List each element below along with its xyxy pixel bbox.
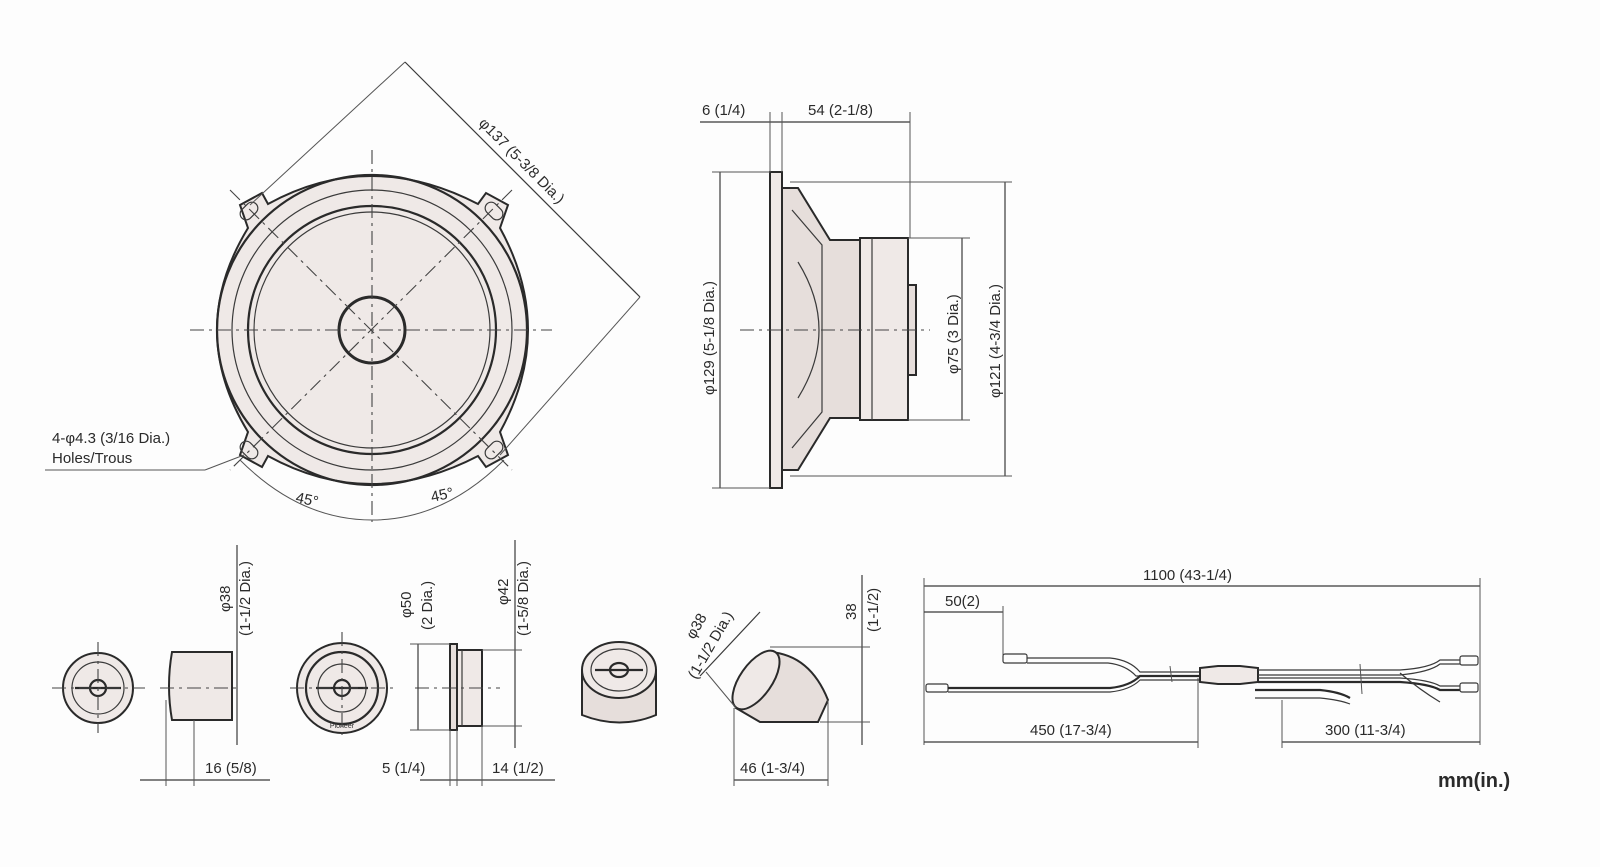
- tweeter-angled: φ38 (1-1/2 Dia.) 38 (1-1/2) 46 (1-3/4): [683, 575, 882, 786]
- tweeter4-face: [731, 649, 781, 711]
- side-flange-label: 6 (1/4): [702, 102, 745, 119]
- side-dia129-label: φ129 (5-1/8 Dia.): [701, 281, 718, 395]
- cable-right-label: 300 (11-3/4): [1325, 722, 1406, 739]
- tw2-dia42-label: φ42: [495, 579, 512, 605]
- woofer-side-view: 6 (1/4) 54 (2-1/8) φ129 (5-1/8 Dia.) φ75…: [700, 102, 1012, 489]
- woofer-front-view: φ137 (5-3/8 Dia.) 4-φ4.3 (3/16 Dia.) Hol…: [45, 61, 641, 522]
- crossover-box: [1199, 665, 1259, 685]
- holes-label-1: 4-φ4.3 (3/16 Dia.): [52, 430, 170, 447]
- tw4-height-label: 38: [843, 603, 860, 620]
- woofer-side-basket: [781, 187, 861, 471]
- tweeter-surface-perspective: [581, 641, 657, 724]
- tw4-width-label: 46 (1-3/4): [740, 760, 805, 777]
- tweeter1-side: [168, 651, 233, 721]
- tw2-depth-label: 14 (1/2): [492, 760, 544, 777]
- cable-total-label: 1100 (43-1/4): [1143, 567, 1232, 584]
- tweeter-flush: φ38 (1-1/2 Dia.) 16 (5/8): [52, 545, 270, 786]
- tw1-depth-label: 16 (5/8): [205, 760, 257, 777]
- tw2-dia50-in-label: (2 Dia.): [419, 581, 436, 630]
- crossover-cable: 1100 (43-1/4) 50(2) 450 (17-3/4) 300 (11…: [923, 567, 1481, 748]
- woofer-side-magnet: [859, 237, 909, 421]
- angle-right-label: 45°: [429, 485, 455, 506]
- holes-label-2: Holes/Trous: [52, 450, 132, 467]
- angle-left-label: 45°: [294, 489, 320, 510]
- tw2-flange-label: 5 (1/4): [382, 760, 425, 777]
- tweeter-semi-flush: Pioneer φ50 (2 Dia.) φ42 (1-5/8 Dia.) 5 …: [290, 540, 555, 786]
- side-dia121-label: φ121 (4-3/4 Dia.): [987, 284, 1004, 398]
- side-dia75-label: φ75 (3 Dia.): [945, 294, 962, 374]
- cable-plug-label: 50(2): [945, 593, 980, 610]
- tw2-dia50-label: φ50: [398, 592, 415, 618]
- outer-diameter-label: φ137 (5-3/8 Dia.): [475, 115, 568, 208]
- units-label: mm(in.): [1438, 770, 1510, 792]
- tw1-dia-label: φ38: [217, 586, 234, 612]
- tw1-dia-in-label: (1-1/2 Dia.): [237, 561, 254, 636]
- tw2-dia42-in-label: (1-5/8 Dia.): [515, 561, 532, 636]
- tw4-height-in-label: (1-1/2): [865, 588, 882, 632]
- side-depth-label: 54 (2-1/8): [808, 102, 873, 119]
- cable-left-label: 450 (17-3/4): [1030, 722, 1112, 739]
- tweeter2-side-flange: [449, 643, 458, 731]
